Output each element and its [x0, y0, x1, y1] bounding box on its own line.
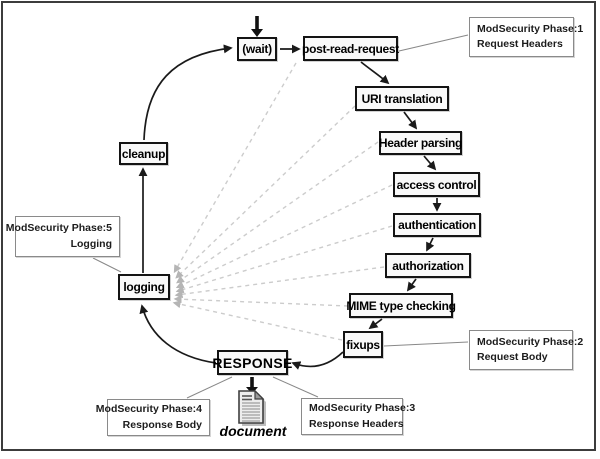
- arrow-response-to-logging: [139, 304, 217, 364]
- dashed-header-to-logging: [176, 141, 379, 284]
- line-post-to-phase1: [398, 34, 469, 52]
- document-icon-fold: [254, 390, 265, 400]
- document-label: document: [219, 423, 287, 439]
- solid-flow-arrows: [138, 44, 442, 370]
- line-response-to-phase4: [186, 376, 233, 399]
- arrow-auth-to-authz: [426, 237, 435, 252]
- stage-response: RESPONSE: [212, 350, 292, 375]
- dashed-fixups-to-logging: [172, 300, 343, 341]
- arrow-mime-to-fixups: [368, 318, 383, 330]
- dashed-mime-to-logging: [173, 295, 349, 307]
- callout-phase2-line2: Request Body: [477, 351, 548, 363]
- document-icon-ruled-lines: [242, 395, 252, 401]
- arrow-fixups-to-response: [291, 351, 344, 370]
- stage-cleanup: cleanup: [119, 142, 168, 165]
- callout-phase2: ModSecurity Phase:2 Request Body: [469, 330, 583, 370]
- callout-phase1-line1: ModSecurity Phase:1: [477, 22, 584, 35]
- dashed-authz-to-logging: [174, 266, 385, 299]
- arrow-header-to-access: [423, 155, 437, 171]
- arrow-post-to-uri: [360, 61, 390, 85]
- stage-mime-type-checking: MIME type checking: [346, 293, 456, 318]
- stage-post-read-request: post-read-request: [302, 36, 399, 61]
- stage-wait: (wait): [237, 37, 277, 61]
- callout-phase4-line2: Response Body: [122, 418, 202, 431]
- stage-authentication: authentication: [393, 213, 481, 237]
- callout-phase3: ModSecurity Phase:3 Response Headers: [301, 398, 415, 435]
- callout-phase5: ModSecurity Phase:5 Logging: [6, 216, 120, 257]
- thick-arrows: [246, 16, 263, 394]
- dashed-post-to-logging: [173, 62, 297, 274]
- dashed-auth-to-logging: [175, 225, 393, 294]
- document-icon: [238, 390, 266, 426]
- document-icon-text-lines: [242, 402, 260, 422]
- callout-phase1: ModSecurity Phase:1 Request Headers: [469, 17, 583, 57]
- callout-phase5-line1: ModSecurity Phase:5: [5, 222, 112, 235]
- line-phase5-to-logging: [92, 257, 122, 273]
- callout-connector-lines: [92, 34, 469, 399]
- callout-phase3-line2: Response Headers: [309, 417, 404, 430]
- stage-header-parsing: Header parsing: [379, 131, 462, 155]
- callout-phase2-line1: ModSecurity Phase:2: [477, 335, 584, 348]
- stage-authorization: authorization: [385, 253, 471, 278]
- arrow-cleanup-to-wait: [143, 44, 233, 141]
- stage-uri-translation: URI translation: [355, 86, 449, 111]
- line-fixups-to-phase2: [383, 341, 469, 347]
- arrow-authz-to-mime: [406, 278, 417, 292]
- arrow-uri-to-header: [403, 111, 418, 130]
- callout-phase4-line1: ModSecurity Phase:4: [95, 403, 202, 416]
- dashed-uri-to-logging: [175, 105, 356, 279]
- callout-phase5-line2: Logging: [70, 237, 112, 250]
- callout-phase1-line2: Request Headers: [477, 38, 563, 50]
- line-response-to-phase3: [272, 376, 319, 398]
- stage-fixups: fixups: [343, 331, 383, 358]
- arrowhead-entry-to-wait: [251, 29, 263, 37]
- logging-dashed-arrows: [172, 62, 393, 341]
- stage-logging: logging: [118, 274, 170, 300]
- stage-access-control: access control: [393, 172, 480, 197]
- callout-phase4: ModSecurity Phase:4 Response Body: [96, 399, 210, 436]
- callout-phase3-line1: ModSecurity Phase:3: [309, 402, 416, 415]
